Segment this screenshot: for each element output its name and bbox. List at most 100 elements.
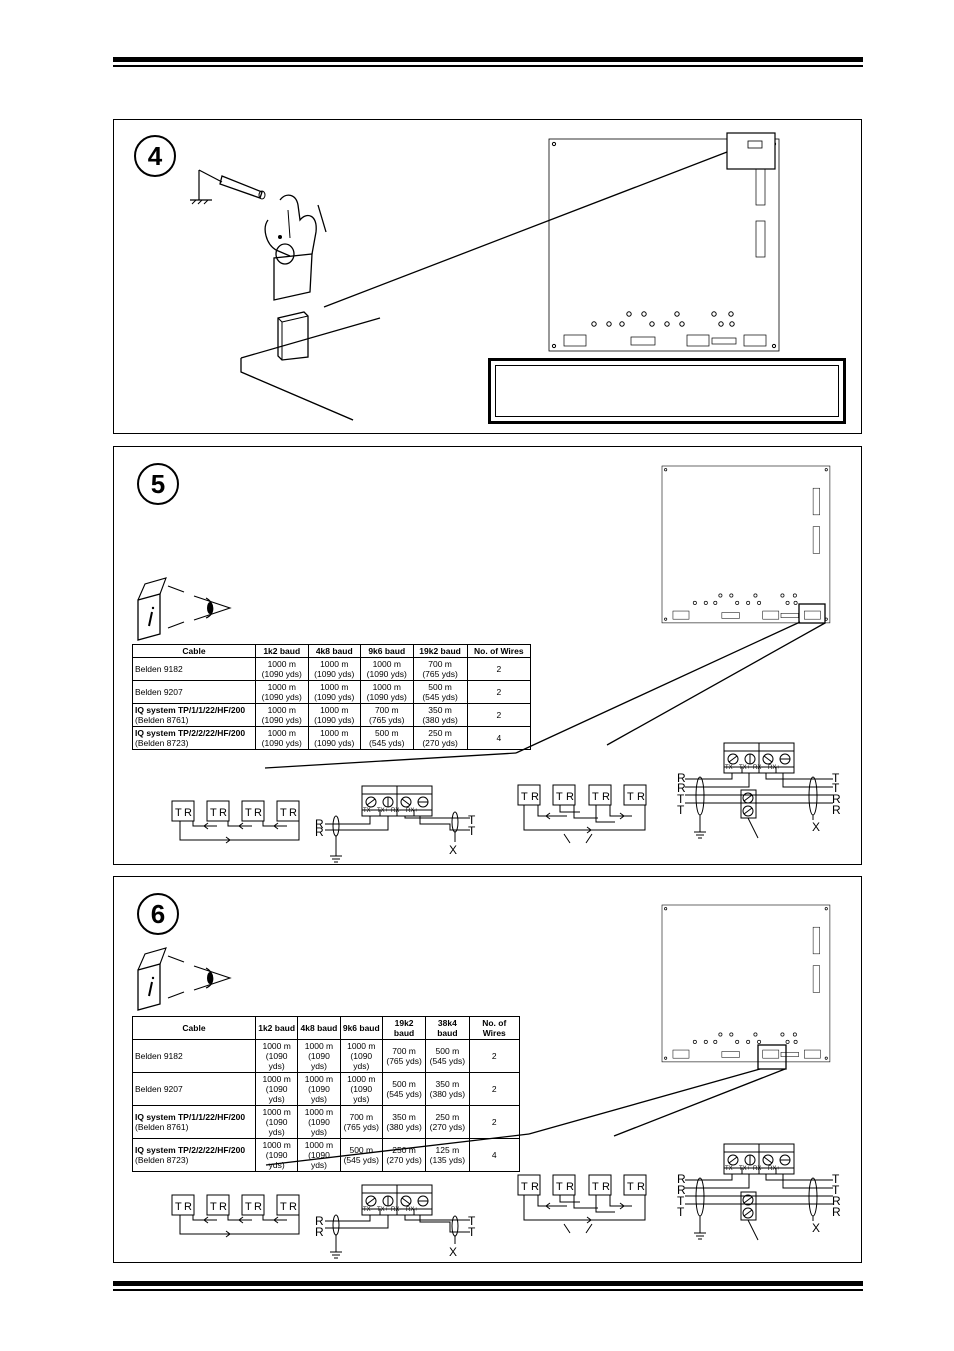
distance-metres: 350 m bbox=[392, 1112, 416, 1122]
cable-name-cell: Belden 9182 bbox=[132, 1039, 256, 1073]
table-header-cell: Cable bbox=[132, 644, 256, 658]
terminal-label-rx-minus: RX- bbox=[391, 808, 401, 814]
cable-name: IQ system TP/1/1/22/HF/200 bbox=[135, 705, 246, 715]
table-header-cell: 9k6 baud bbox=[360, 644, 414, 658]
tr-label: R bbox=[184, 1201, 192, 1213]
wire-label: T bbox=[832, 1183, 840, 1197]
tr-label: T bbox=[280, 807, 287, 819]
tr-label: T bbox=[592, 1181, 599, 1193]
distance-cell: 1000 m(1090 yds) bbox=[297, 1105, 341, 1139]
distance-yards: (380 yds) bbox=[422, 715, 458, 725]
distance-yards: (1090 yds) bbox=[261, 692, 302, 702]
distance-cell: 1000 m(1090 yds) bbox=[255, 657, 309, 681]
terminal-wiring-6d bbox=[685, 1174, 833, 1241]
distance-metres: 1000 m bbox=[347, 1041, 376, 1051]
wires-cell: 4 bbox=[468, 1138, 520, 1172]
cable-name: Belden 9207 bbox=[135, 1084, 183, 1094]
wire-label: R bbox=[315, 817, 324, 831]
distance-metres: 500 m bbox=[349, 1145, 374, 1155]
tr-label: R bbox=[637, 791, 645, 803]
distance-yards: (1090 yds) bbox=[350, 1084, 373, 1104]
distance-cell: 700 m(765 yds) bbox=[381, 1039, 427, 1073]
distance-metres: 1000 m bbox=[262, 1140, 291, 1150]
distance-metres: 700 m bbox=[392, 1046, 416, 1056]
wire-label: R bbox=[832, 1205, 841, 1219]
distance-metres: 1000 m bbox=[262, 1074, 291, 1084]
distance-cell: 700 m(765 yds) bbox=[339, 1105, 383, 1139]
distance-yards: (380 yds) bbox=[386, 1122, 422, 1132]
distance-metres: 500 m bbox=[428, 682, 452, 692]
top-rule-thin bbox=[113, 65, 863, 67]
distance-cell: 250 m(270 yds) bbox=[425, 1105, 470, 1139]
distance-cell: 350 m(380 yds) bbox=[425, 1072, 470, 1106]
cable-subname: (Belden 8761) bbox=[135, 715, 189, 725]
distance-metres: 250 m bbox=[428, 728, 452, 738]
top-rule-thick bbox=[113, 57, 863, 62]
wire-label: T bbox=[832, 1172, 840, 1186]
distance-cell: 1000 m(1090 yds) bbox=[307, 680, 361, 704]
table-header-cell: 19k2 baud bbox=[412, 644, 468, 658]
wire-label-x: X bbox=[449, 843, 457, 857]
cable-name-cell: IQ system TP/2/2/22/HF/200(Belden 8723) bbox=[132, 726, 256, 750]
distance-cell: 1000 m(1090 yds) bbox=[255, 726, 309, 750]
distance-metres: 1000 m bbox=[372, 659, 401, 669]
distance-metres: 500 m bbox=[435, 1046, 460, 1056]
tr-label: R bbox=[219, 807, 227, 819]
wire-label: R bbox=[315, 825, 324, 839]
cable-subname: (Belden 8723) bbox=[135, 738, 189, 748]
distance-metres: 1000 m bbox=[267, 682, 296, 692]
tr-label: T bbox=[175, 1201, 182, 1213]
distance-cell: 1000 m(1090 yds) bbox=[254, 1138, 299, 1172]
distance-cell: 500 m(545 yds) bbox=[339, 1138, 383, 1172]
wire-label: R bbox=[677, 781, 686, 795]
tr-label: R bbox=[254, 807, 262, 819]
distance-yards: (1090 yds) bbox=[350, 1051, 373, 1071]
terminal-label-tx-minus: TX- bbox=[363, 808, 373, 814]
terminal-label-tx-minus: TX- bbox=[725, 1166, 735, 1172]
distance-yards: (545 yds) bbox=[429, 1056, 466, 1066]
cable-name: IQ system TP/2/2/22/HF/200 bbox=[135, 1145, 246, 1155]
distance-cell: 1000 m(1090 yds) bbox=[339, 1072, 383, 1106]
distance-metres: 250 m bbox=[435, 1112, 460, 1122]
wires-cell: 2 bbox=[466, 703, 532, 727]
distance-cell: 1000 m(1090 yds) bbox=[254, 1105, 299, 1139]
tr-label: T bbox=[175, 807, 182, 819]
tr-label: T bbox=[627, 1181, 634, 1193]
distance-cell: 500 m(545 yds) bbox=[381, 1072, 427, 1106]
distance-metres: 1000 m bbox=[304, 1041, 334, 1051]
distance-cell: 1000 m(1090 yds) bbox=[254, 1039, 299, 1073]
wire-label: T bbox=[468, 1225, 476, 1239]
table-header-cell: 1k2 baud bbox=[255, 644, 309, 658]
distance-metres: 500 m bbox=[392, 1079, 416, 1089]
table-header-cell: 38k4 baud bbox=[425, 1016, 470, 1040]
distance-yards: (1090 yds) bbox=[314, 692, 355, 702]
distance-yards: (765 yds) bbox=[343, 1122, 379, 1132]
step-4-number: 4 bbox=[134, 135, 176, 177]
tr-chain-5c bbox=[517, 784, 647, 844]
wires-cell: 2 bbox=[468, 1072, 520, 1106]
tr-chain-6c bbox=[517, 1174, 647, 1234]
tr-chain-5a bbox=[171, 800, 300, 844]
distance-yards: (270 yds) bbox=[429, 1122, 466, 1132]
terminal-label-tx-minus: TX- bbox=[363, 1207, 373, 1213]
wire-label: T bbox=[677, 792, 685, 806]
table-header-cell: No. of Wires bbox=[468, 1016, 520, 1040]
terminal-label-rx-plus: RX+ bbox=[768, 1166, 780, 1172]
distance-cell: 1000 m(1090 yds) bbox=[307, 703, 361, 727]
distance-metres: 1000 m bbox=[267, 659, 296, 669]
wire-label: R bbox=[677, 1172, 686, 1186]
distance-cell: 500 m(545 yds) bbox=[412, 680, 468, 704]
distance-cell: 1000 m(1090 yds) bbox=[254, 1072, 299, 1106]
cable-subname: (Belden 8723) bbox=[135, 1155, 189, 1165]
distance-metres: 700 m bbox=[374, 705, 399, 715]
distance-yards: (1090 yds) bbox=[265, 1084, 288, 1104]
distance-yards: (1090 yds) bbox=[261, 715, 302, 725]
tr-label: T bbox=[245, 807, 252, 819]
tr-label: T bbox=[556, 791, 563, 803]
distance-metres: 350 m bbox=[428, 705, 452, 715]
distance-metres: 250 m bbox=[392, 1145, 416, 1155]
tr-label: T bbox=[210, 1201, 217, 1213]
